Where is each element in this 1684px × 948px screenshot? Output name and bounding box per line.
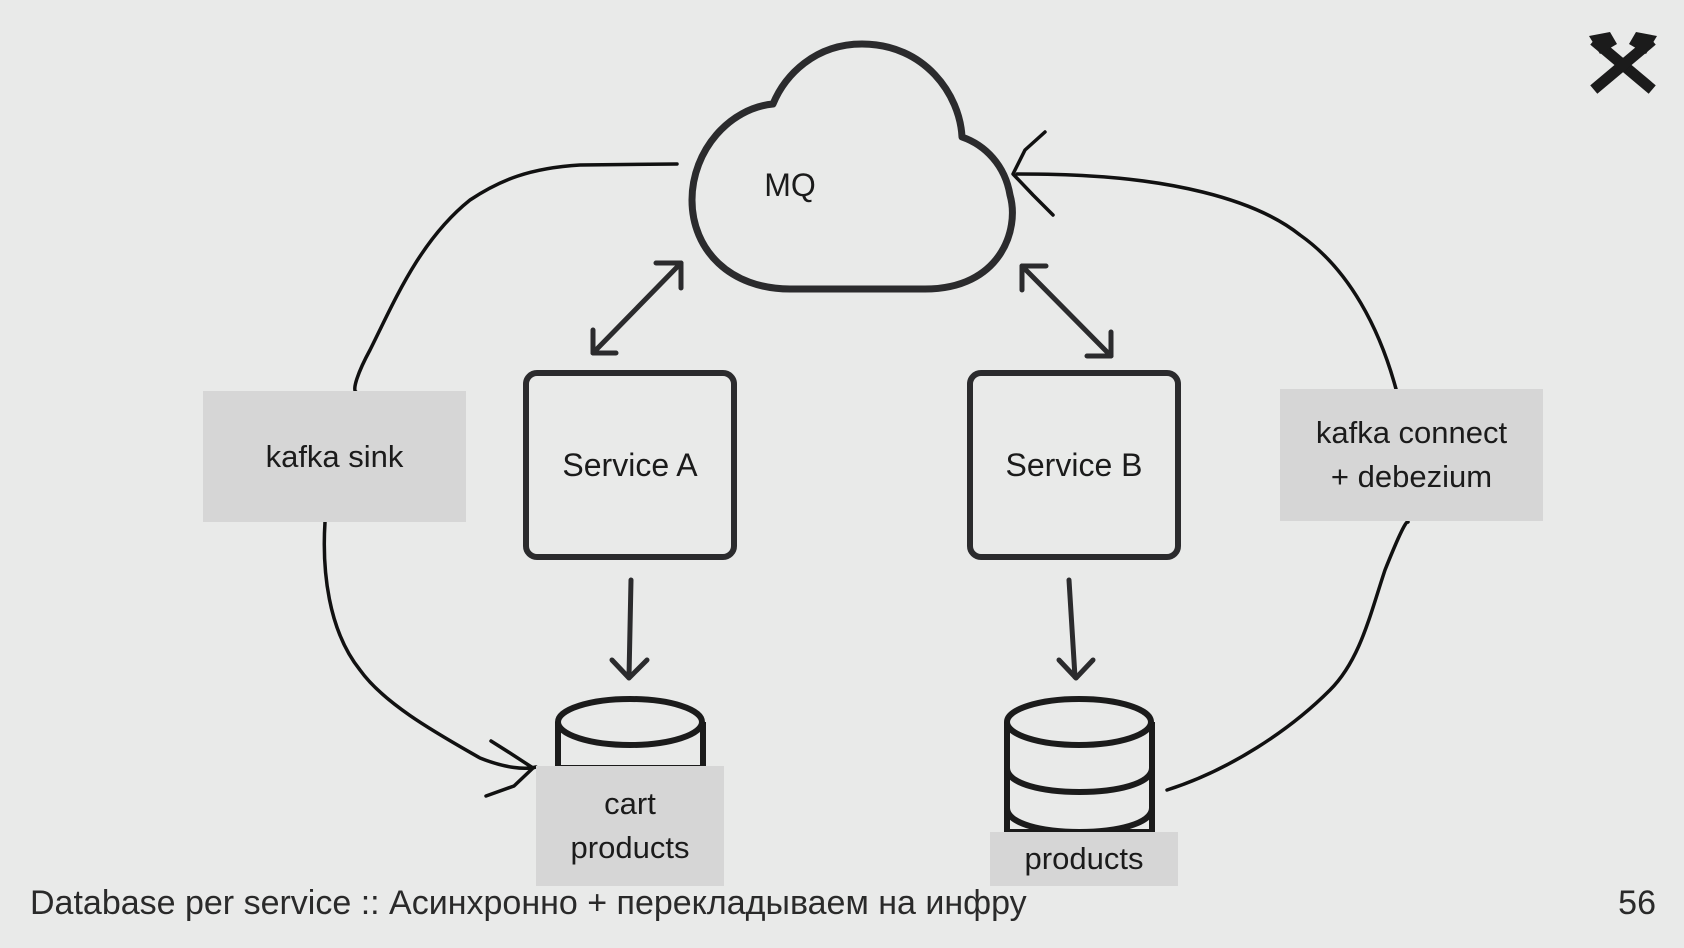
arrow-service-b-products-db [1056,577,1096,681]
slide-title: Database per service :: Асинхронно + пер… [30,884,1027,922]
arrow-mq-service-a [590,260,684,356]
kafka-sink-flow-line [322,162,679,798]
products-db-cylinder [1004,696,1155,835]
mq-cloud-shape [688,40,1016,293]
cart-products-line-2: products [570,830,690,865]
kafka-connect-line-2: + debezium [1330,459,1493,494]
page-number: 56 [1618,884,1656,922]
kafka-sink-label: kafka sink [203,391,466,522]
kafka-connect-flow-line [1011,130,1410,792]
crossed-hammers-icon [1589,32,1657,94]
cart-products-line-1: cart [604,786,656,821]
cart-db-cylinder [555,696,706,771]
service-a-box: Service A [523,370,737,560]
arrow-mq-service-b [1019,263,1114,359]
cart-products-label: cart products [536,766,724,886]
kafka-connect-line-1: kafka connect [1315,415,1508,450]
mq-label: MQ [764,167,816,203]
products-label: products [990,832,1178,886]
arrow-service-a-cart-db [609,577,650,681]
kafka-connect-label: kafka connect + debezium [1280,389,1543,521]
service-b-box: Service B [967,370,1181,560]
